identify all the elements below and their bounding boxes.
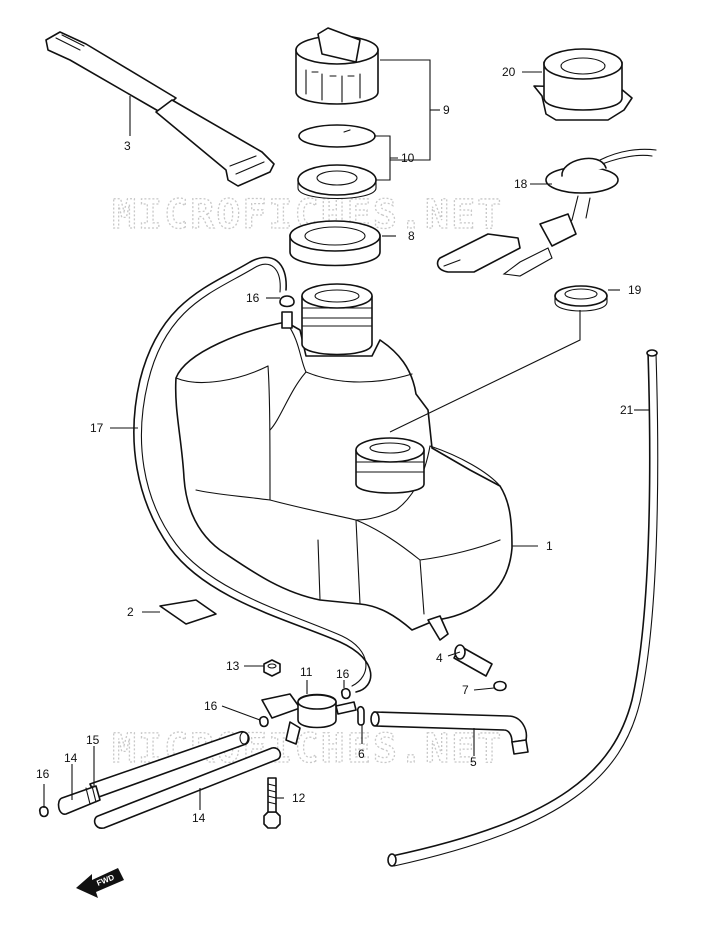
callout-20: 20 — [502, 65, 516, 79]
part-12-bolt — [263, 777, 281, 829]
callout-10: 10 — [401, 151, 415, 165]
callout-labels: 1 2 3 4 5 6 7 8 9 10 11 12 13 14 14 15 1… — [36, 65, 642, 825]
part-1-fuel-tank — [174, 283, 513, 641]
callout-6: 6 — [358, 747, 365, 761]
leader-lines — [43, 59, 650, 810]
part-10-gaskets — [297, 124, 377, 199]
callout-12: 12 — [292, 791, 306, 805]
part-11-fuel-cock — [261, 693, 357, 745]
part-20-collar — [533, 48, 633, 121]
callout-1: 1 — [546, 539, 553, 553]
part-2-pad — [159, 599, 217, 625]
callout-16-cock-right: 16 — [336, 667, 350, 681]
part-3-strap — [45, 31, 275, 187]
part-16-clip-top — [279, 295, 295, 308]
callout-18: 18 — [514, 177, 528, 191]
callout-19: 19 — [628, 283, 642, 297]
part-9-fuel-cap — [295, 27, 379, 105]
fwd-arrow-icon: FWD — [76, 868, 124, 898]
callout-16-cock-left: 16 — [204, 699, 218, 713]
callout-11: 11 — [300, 665, 313, 679]
callout-3: 3 — [124, 139, 131, 153]
part-8-ring — [289, 220, 381, 267]
callout-4: 4 — [436, 651, 443, 665]
callout-8: 8 — [408, 229, 415, 243]
part-6-clip — [356, 705, 365, 726]
part-21-drain-hose — [387, 349, 659, 867]
part-15-hose — [89, 730, 250, 799]
part-7-clip — [493, 680, 507, 692]
callout-16-bottom: 16 — [36, 767, 50, 781]
part-4-fitting — [453, 644, 493, 677]
callout-5: 5 — [470, 755, 477, 769]
part-16-clip-cock-right — [340, 687, 351, 700]
callout-7: 7 — [462, 683, 469, 697]
part-5-fuel-hose — [370, 711, 529, 755]
part-16-clip-bottom — [38, 805, 49, 818]
callout-16-top: 16 — [246, 291, 260, 305]
part-16-clip-cock-left — [258, 715, 269, 728]
part-14-hose-upper — [57, 785, 101, 815]
part-13-nut — [263, 659, 281, 677]
part-19-lock-ring — [554, 285, 608, 312]
part-17-vent-hose — [133, 256, 372, 693]
callout-14-upper: 14 — [64, 751, 78, 765]
callout-9: 9 — [443, 103, 450, 117]
part-14-hose-lower — [93, 747, 282, 829]
callout-21: 21 — [620, 403, 634, 417]
callout-2: 2 — [127, 605, 134, 619]
callout-17: 17 — [90, 421, 104, 435]
callout-13: 13 — [226, 659, 240, 673]
callout-15: 15 — [86, 733, 100, 747]
callout-14-lower: 14 — [192, 811, 206, 825]
part-18-level-sensor — [436, 148, 657, 277]
